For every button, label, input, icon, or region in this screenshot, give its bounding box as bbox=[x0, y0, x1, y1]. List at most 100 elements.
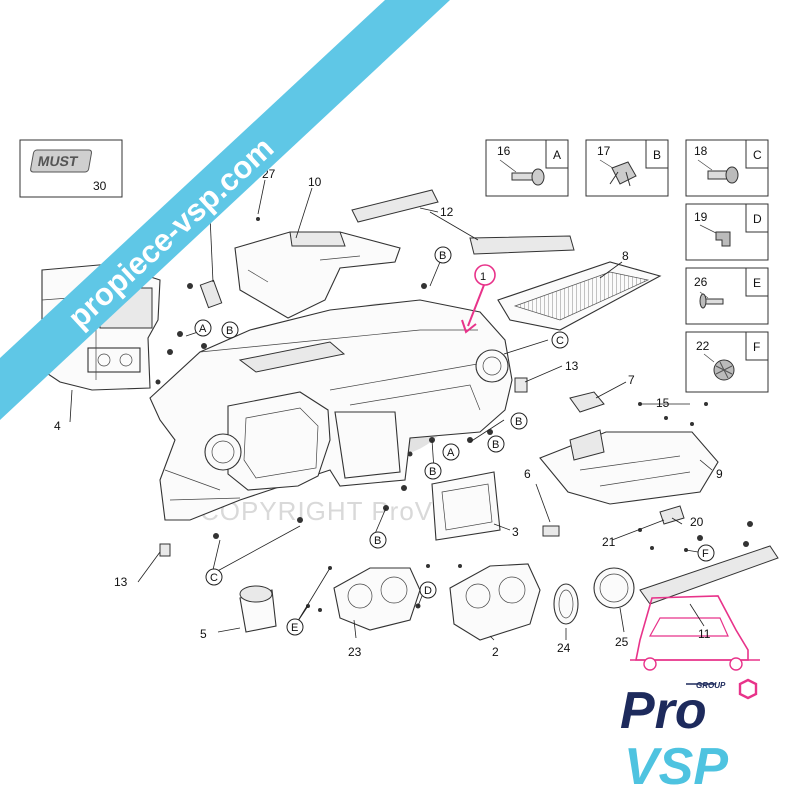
badge-number: 30 bbox=[93, 179, 107, 193]
svg-text:F: F bbox=[702, 548, 709, 560]
callout-d1: D bbox=[419, 581, 437, 599]
label-3: 3 bbox=[512, 525, 519, 539]
label-12: 12 bbox=[440, 205, 454, 219]
label-13-lower: 13 bbox=[114, 575, 128, 589]
legend-18-box: 18 C bbox=[685, 139, 769, 197]
screw-clip-icon bbox=[697, 159, 739, 184]
dash-top-duct bbox=[234, 231, 401, 319]
callout-c1: C bbox=[551, 331, 569, 349]
svg-text:B: B bbox=[439, 250, 446, 262]
label-10: 10 bbox=[308, 175, 322, 189]
callout-a2: A bbox=[442, 443, 460, 461]
label-23: 23 bbox=[348, 645, 362, 659]
letter-callouts: A B B C B B A B B C D E F bbox=[194, 246, 715, 636]
legend-number: 17 bbox=[597, 144, 611, 158]
svg-text:B: B bbox=[492, 439, 499, 451]
label-9: 9 bbox=[716, 467, 723, 481]
label-24: 24 bbox=[557, 641, 571, 655]
trim-strip-11 bbox=[639, 545, 779, 605]
legend-16-box: 16 A bbox=[485, 139, 569, 197]
bracket-clip-icon bbox=[699, 224, 731, 247]
legend-letter: A bbox=[553, 148, 561, 162]
svg-text:B: B bbox=[429, 466, 436, 478]
callout-b6: B bbox=[369, 531, 387, 549]
glove-box bbox=[539, 429, 719, 505]
legend-letter: E bbox=[753, 276, 761, 290]
legend-number: 18 bbox=[694, 144, 708, 158]
callout-b4: B bbox=[487, 435, 505, 453]
label-2: 2 bbox=[492, 645, 499, 659]
defroster-grille bbox=[497, 261, 662, 331]
label-4: 4 bbox=[54, 419, 61, 433]
logo-word-vsp: VSP bbox=[624, 738, 728, 796]
car-outline bbox=[630, 595, 760, 671]
svg-text:B: B bbox=[226, 325, 233, 337]
callout-b3: B bbox=[510, 412, 528, 430]
switch-14 bbox=[199, 279, 223, 309]
callout-b5: B bbox=[424, 462, 442, 480]
badge-text: MUST bbox=[37, 153, 80, 169]
part-1-highlight: 1 bbox=[461, 264, 496, 334]
latch-20 bbox=[659, 505, 685, 525]
svg-text:B: B bbox=[374, 535, 381, 547]
legend-number: 16 bbox=[497, 144, 511, 158]
svg-text:D: D bbox=[424, 585, 432, 597]
svg-text:B: B bbox=[515, 416, 522, 428]
leader-lines bbox=[69, 179, 713, 641]
trim-strip-upper bbox=[351, 189, 439, 223]
label-7: 7 bbox=[628, 373, 635, 387]
legend-17-box: 17 B bbox=[585, 139, 669, 197]
legend-letter: C bbox=[753, 148, 762, 162]
legend-19-box: 19 D bbox=[685, 203, 769, 261]
part-13-upper bbox=[514, 377, 528, 393]
ring-24 bbox=[553, 583, 579, 625]
instrument-cluster bbox=[333, 567, 421, 631]
callout-a1: A bbox=[194, 319, 212, 337]
legend-letter: D bbox=[753, 212, 762, 226]
trim-strip-lower bbox=[469, 235, 575, 255]
label-25: 25 bbox=[615, 635, 629, 649]
handle-7 bbox=[569, 391, 605, 413]
callout-c2: C bbox=[205, 568, 223, 586]
label-13-upper: 13 bbox=[565, 359, 579, 373]
legend-number: 22 bbox=[696, 339, 710, 353]
clip-icon bbox=[599, 159, 637, 187]
logo-word-pro: Pro bbox=[620, 682, 707, 740]
push-rivet-icon bbox=[499, 159, 545, 186]
label-6: 6 bbox=[524, 467, 531, 481]
nut-icon bbox=[703, 353, 735, 381]
label-21: 21 bbox=[602, 535, 616, 549]
provsp-logo: GROUP Pro VSP bbox=[620, 678, 758, 796]
callout-f1: F bbox=[697, 544, 715, 562]
copyright-text: COPYRIGHT ProVSP bbox=[200, 496, 470, 526]
trim-frame bbox=[431, 471, 501, 541]
switch-6 bbox=[542, 525, 560, 537]
callout-e1: E bbox=[286, 618, 304, 636]
cup-holder bbox=[239, 585, 277, 633]
part-13-lower bbox=[159, 543, 171, 557]
svg-text:E: E bbox=[291, 622, 298, 634]
ring-25 bbox=[593, 567, 635, 609]
svg-text:A: A bbox=[447, 447, 455, 459]
label-11: 11 bbox=[698, 627, 711, 641]
legend-number: 26 bbox=[694, 275, 708, 289]
logo-tagline: GROUP bbox=[696, 681, 726, 690]
legend-letter: F bbox=[753, 340, 760, 354]
dashboard-panel bbox=[149, 299, 513, 521]
svg-text:C: C bbox=[556, 335, 564, 347]
legend-letter: B bbox=[653, 148, 661, 162]
badge-box: MUST 30 bbox=[19, 139, 123, 198]
cluster-hood bbox=[449, 563, 541, 641]
callout-b2: B bbox=[434, 246, 452, 264]
label-20: 20 bbox=[690, 515, 704, 529]
label-15: 15 bbox=[656, 396, 670, 410]
svg-text:C: C bbox=[210, 572, 218, 584]
label-5: 5 bbox=[200, 627, 207, 641]
legend-22-box: 22 F bbox=[685, 331, 769, 393]
legend-26-box: 26 E bbox=[685, 267, 769, 325]
legend-number: 19 bbox=[694, 210, 708, 224]
svg-text:A: A bbox=[199, 323, 207, 335]
part-1-label: 1 bbox=[480, 271, 486, 283]
label-8: 8 bbox=[622, 249, 629, 263]
